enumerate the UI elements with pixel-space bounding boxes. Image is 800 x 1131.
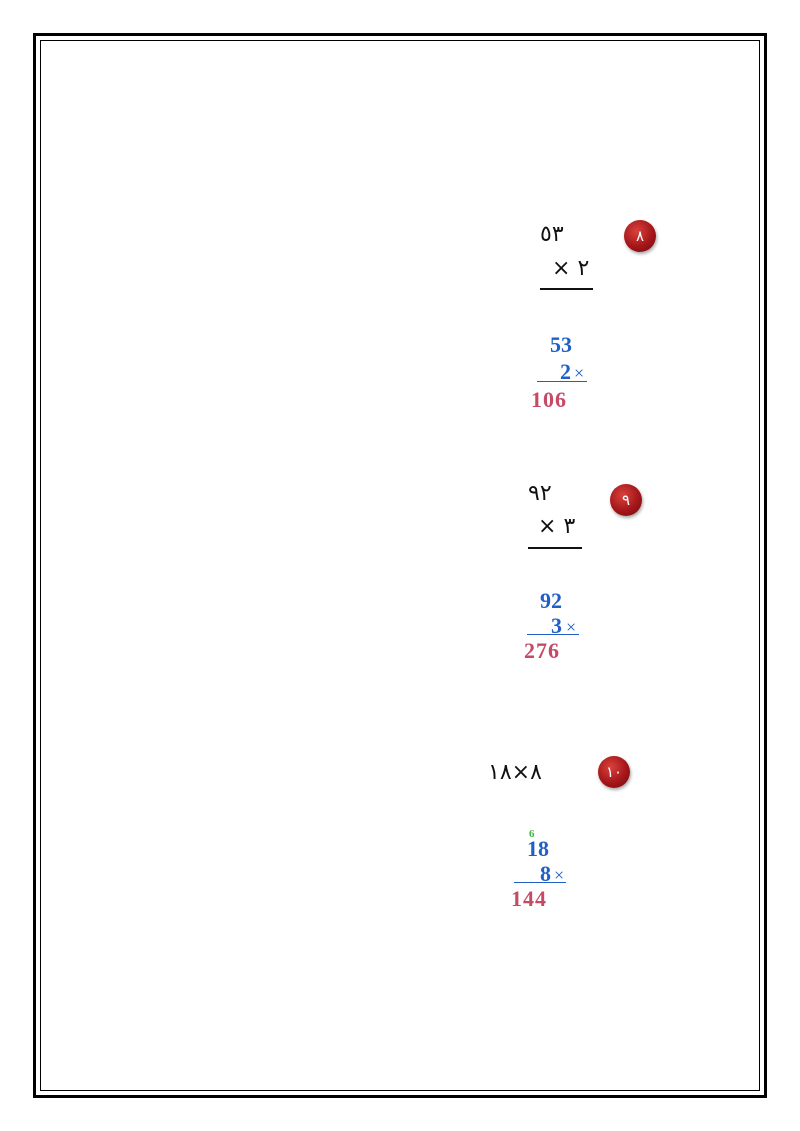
answer-underline — [527, 634, 579, 635]
multiply-sign: × — [566, 617, 577, 637]
question-multiplier: ٣ × — [538, 514, 576, 539]
question-multiplier: ٢ × — [552, 256, 590, 281]
problem-number-badge: ٩ — [610, 484, 642, 516]
question-top-number: ٥٣ — [540, 222, 564, 247]
answer-top-number: 18 — [527, 836, 549, 861]
answer-multiplier: 2 — [560, 359, 571, 384]
question-top-number: ٩٢ — [528, 481, 552, 506]
answer-multiplier: 3 — [551, 613, 562, 638]
answer-result: 106 — [531, 387, 567, 412]
question-underline — [528, 547, 582, 549]
answer-underline — [537, 381, 587, 382]
page-border-outer — [33, 33, 767, 1098]
answer-top-number: 53 — [550, 332, 572, 357]
multiply-sign: × — [554, 865, 565, 885]
page-border-inner — [40, 40, 760, 1091]
answer-result: 276 — [524, 638, 560, 663]
problem-number-badge: ٨ — [624, 220, 656, 252]
question-underline — [540, 288, 593, 290]
question-inline: ٨×١٨ — [488, 760, 542, 785]
carry-digit: 6 — [529, 828, 535, 840]
multiply-sign: × — [574, 363, 585, 383]
answer-underline — [514, 882, 566, 883]
answer-result: 144 — [511, 886, 547, 911]
problem-number-badge: ١٠ — [598, 756, 630, 788]
answer-multiplier: 8 — [540, 861, 551, 886]
answer-top-number: 92 — [540, 588, 562, 613]
